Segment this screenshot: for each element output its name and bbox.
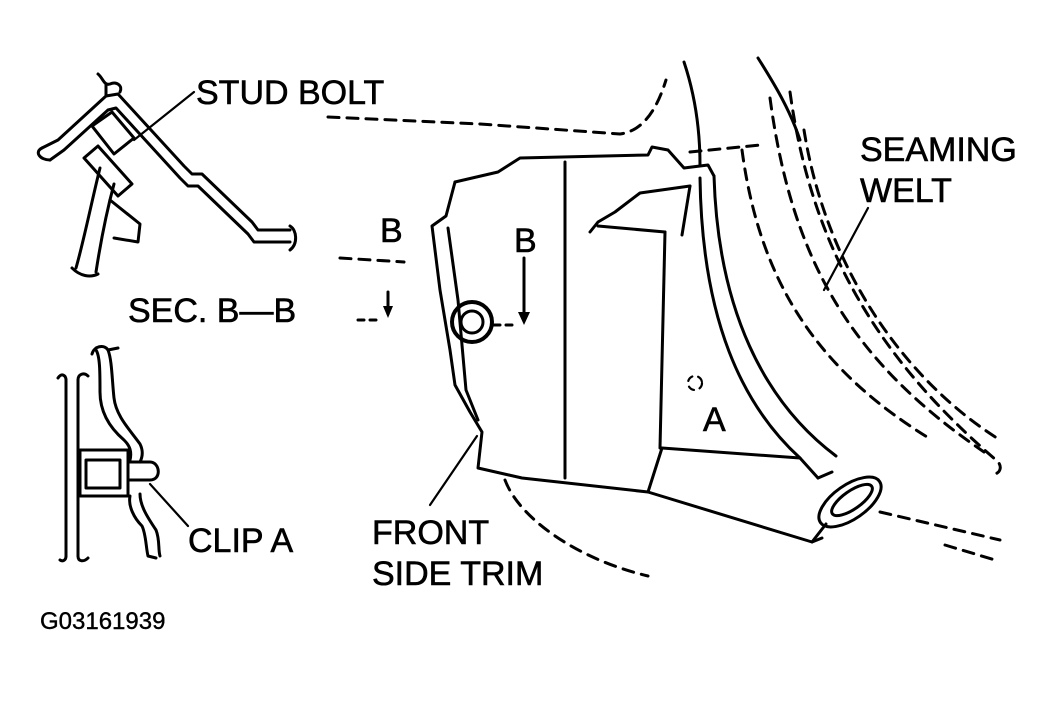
seaming-welt-curve-1: [740, 148, 934, 442]
stud-bolt-label: STUD BOLT: [196, 74, 384, 112]
trim-tube-end-inner: [830, 482, 874, 518]
seaming-welt-curve-4: [802, 128, 1002, 442]
stud-bolt-outer-ring: [450, 300, 494, 344]
secbb-body-panel-lower: [48, 106, 292, 244]
section-title-label: SEC. B—B: [128, 292, 296, 330]
clip-a-stud: [126, 460, 160, 482]
seaming-welt-label-line1: SEAMING: [860, 131, 1017, 169]
seaming-welt-curve-2: [768, 96, 986, 454]
clip-a-detail: [56, 345, 190, 563]
secbb-panel-start-curl: [36, 146, 52, 162]
secbb-trim-outer: [74, 166, 102, 270]
section-b-left-label: B: [380, 212, 403, 250]
front-side-trim-label-line2: SIDE TRIM: [372, 555, 543, 593]
seaming-welt-curve-3: [788, 90, 1002, 476]
trim-tube-end-outer: [817, 475, 883, 529]
section-b-right-label: B: [514, 222, 537, 260]
secbb-hook: [96, 72, 123, 94]
secbb-clip: [90, 110, 136, 156]
clipa-trim-outer-upper: [94, 348, 133, 462]
front-side-trim-leader: [428, 434, 479, 507]
secbb-trim-notch: [108, 198, 142, 244]
clipa-panel-top-flare: [56, 372, 90, 382]
front-side-trim-step-lower: [596, 224, 667, 234]
section-b-left-dashed-upper: [338, 256, 406, 264]
secbb-body-panel-upper: [40, 92, 292, 232]
section-b-b-detail: [36, 72, 298, 278]
secbb-trim-end: [70, 266, 100, 278]
body-pillar-top-line-2: [756, 56, 802, 142]
clip-a-body-inner: [84, 458, 122, 490]
secbb-panel-end-curl: [288, 224, 298, 252]
body-pillar-top-line: [682, 60, 702, 167]
clipa-trim-inner-lower: [138, 492, 162, 558]
body-dashed-curve-top: [688, 143, 762, 154]
front-side-trim-right-edge: [658, 230, 667, 450]
clipa-trim-inner-upper: [106, 348, 144, 464]
clipa-trim-top-curl: [90, 345, 120, 356]
trim-lower-box-bottom: [646, 446, 824, 544]
section-b-left-arrowhead: [383, 306, 393, 318]
front-side-trim-step-side: [680, 184, 692, 237]
pillar-edge-line-2: [712, 174, 838, 458]
labels: STUD BOLT SEAMING WELT B B SEC. B—B A CL…: [40, 74, 1017, 636]
clipa-panel-bottom-flare: [58, 554, 90, 563]
figure-id-label: G03161939: [40, 608, 165, 635]
body-dashed-line-right-2: [943, 543, 997, 562]
front-side-trim-left-edge: [430, 180, 650, 494]
front-side-trim-step-upper: [588, 184, 692, 234]
seaming-welt-label-line2: WELT: [860, 172, 952, 210]
main-view: [326, 56, 1002, 578]
body-dashed-line-right-1: [878, 510, 1002, 542]
clip-a-marker-label: A: [703, 401, 726, 439]
clip-a-leader: [148, 482, 190, 528]
trim-lower-box-top: [660, 446, 820, 480]
trim-tube-body: [810, 470, 834, 544]
secbb-stud: [82, 144, 134, 198]
body-dashed-arc-bottom: [503, 478, 650, 578]
stud-bolt-inner-ring: [459, 309, 485, 335]
clip-a-body: [78, 448, 130, 498]
front-side-trim-top-edge: [453, 145, 716, 184]
clipa-trim-outer-lower: [128, 494, 158, 560]
front-side-trim-label-line1: FRONT: [372, 514, 489, 552]
front-side-trim-left-inner-edge: [446, 226, 480, 422]
clip-a-detail-label: CLIP A: [188, 522, 294, 560]
seaming-welt-leader: [822, 206, 870, 292]
stud-bolt-leader: [132, 90, 196, 142]
secbb-trim-inner: [94, 182, 116, 274]
clip-a-location-marker: [686, 374, 704, 392]
section-b-right-arrowhead: [518, 312, 530, 325]
pillar-edge-line-1: [698, 176, 802, 460]
body-dashed-line-top: [326, 78, 668, 136]
